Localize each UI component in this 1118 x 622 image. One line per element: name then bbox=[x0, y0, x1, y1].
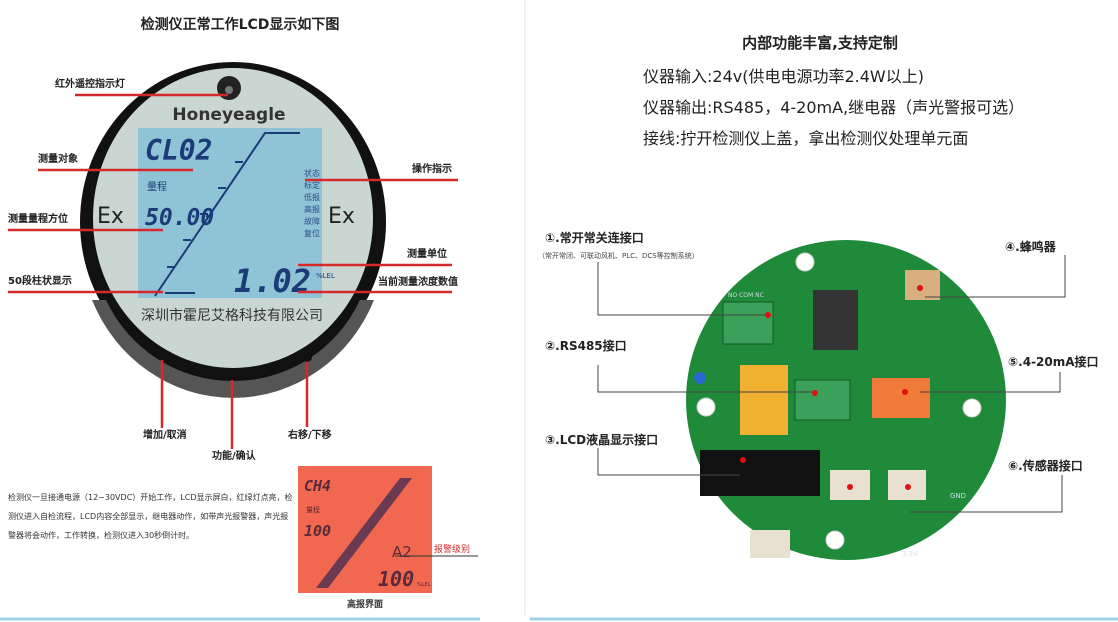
label-right-down: 右移/下移 bbox=[287, 428, 332, 441]
button-right-down[interactable] bbox=[302, 352, 312, 362]
bar-graph bbox=[154, 132, 300, 297]
lcd-unit: %LEL bbox=[316, 272, 335, 280]
port-5-label: ⑤.4-20mA接口 bbox=[1008, 354, 1099, 369]
ex-mark-right: Ex bbox=[328, 204, 355, 229]
left-title: 检测仪正常工作LCD显示如下图 bbox=[141, 16, 340, 33]
svg-text:状态: 状态 bbox=[304, 168, 320, 178]
lcd-reading: 1.02 bbox=[234, 262, 311, 300]
spec-output: 仪器输出:RS485，4-20mA,继电器（声光警报可选） bbox=[643, 98, 1024, 117]
lcd-range-value: 50.00 bbox=[145, 205, 214, 231]
alarm-lcd-range-value: 100 bbox=[304, 522, 331, 540]
alarm-lcd-unit: %LEL bbox=[417, 582, 431, 588]
label-add-cancel: 增加/取消 bbox=[143, 428, 187, 441]
lcd-screen bbox=[138, 128, 322, 298]
label-bar-display: 50段柱状显示 bbox=[8, 274, 72, 287]
ex-mark-left: Ex bbox=[97, 204, 124, 229]
callout-lines bbox=[8, 93, 458, 449]
button-add-cancel[interactable] bbox=[157, 350, 167, 360]
label-func-confirm: 功能/确认 bbox=[212, 449, 257, 462]
label-measure-unit: 测量单位 bbox=[407, 247, 447, 260]
alarm-lcd-reading: 100 bbox=[378, 567, 414, 591]
pcb-board: NO COM NC GND 3.3V bbox=[686, 240, 1006, 560]
svg-text:复位: 复位 bbox=[304, 228, 320, 238]
svg-text:标定: 标定 bbox=[304, 180, 320, 190]
svg-text:低报: 低报 bbox=[304, 192, 320, 202]
port-1-label: ①.常开常关连接口 bbox=[545, 230, 644, 245]
label-operation-hint: 操作指示 bbox=[412, 162, 452, 175]
port-4-label: ④.蜂鸣器 bbox=[1005, 239, 1057, 254]
alarm-lcd-level: A2 bbox=[392, 543, 412, 561]
port-1-note: （常开常闭、可联动风机、PLC、DCS等控制系统） bbox=[538, 251, 699, 260]
label-measure-target: 测量对象 bbox=[38, 152, 78, 165]
label-current-value: 当前测量浓度数值 bbox=[378, 275, 458, 288]
port-3-label: ③.LCD液晶显示接口 bbox=[545, 432, 658, 447]
brand-logo: Honeyeagle bbox=[172, 105, 285, 125]
spec-wiring: 接线:拧开检测仪上盖，拿出检测仪处理单元面 bbox=[643, 129, 968, 148]
svg-text:高报: 高报 bbox=[304, 204, 320, 214]
button-func-confirm[interactable] bbox=[227, 370, 237, 380]
spec-input: 仪器输入:24v(供电电源功率2.4W以上) bbox=[643, 67, 924, 86]
label-measure-range: 测量量程方位 bbox=[8, 212, 68, 225]
alarm-lcd: CH4 量程 100 A2 100 %LEL 报警级别 高报界面 bbox=[298, 466, 478, 610]
lcd-status-list: 状态 标定 低报 高报 故障 复位 bbox=[304, 168, 320, 238]
gnd-mark: GND bbox=[950, 492, 966, 500]
pcb-callout-lines bbox=[597, 255, 1066, 513]
alarm-lcd-range-label: 量程 bbox=[306, 505, 320, 514]
right-title: 内部功能丰富,支持定制 bbox=[742, 34, 898, 52]
port-6-label: ⑥.传感器接口 bbox=[1008, 458, 1083, 473]
description-text: 检测仪一旦接通电源（12~30VDC）开始工作，LCD显示屏白，红绿灯点亮，检测… bbox=[8, 493, 292, 540]
alarm-lcd-caption: 高报界面 bbox=[347, 598, 383, 610]
lcd-range-label: 量程 bbox=[147, 181, 167, 193]
lcd-gas: CL02 bbox=[145, 134, 212, 167]
company-name: 深圳市霍尼艾格科技有限公司 bbox=[141, 307, 323, 324]
v33-mark: 3.3V bbox=[902, 550, 918, 558]
port-2-label: ②.RS485接口 bbox=[545, 338, 627, 353]
label-ir-indicator: 红外遥控指示灯 bbox=[55, 77, 125, 90]
svg-text:故障: 故障 bbox=[304, 216, 320, 226]
relay-marks: NO COM NC bbox=[728, 292, 764, 299]
alarm-level-label: 报警级别 bbox=[434, 543, 470, 555]
alarm-lcd-gas: CH4 bbox=[304, 477, 331, 495]
